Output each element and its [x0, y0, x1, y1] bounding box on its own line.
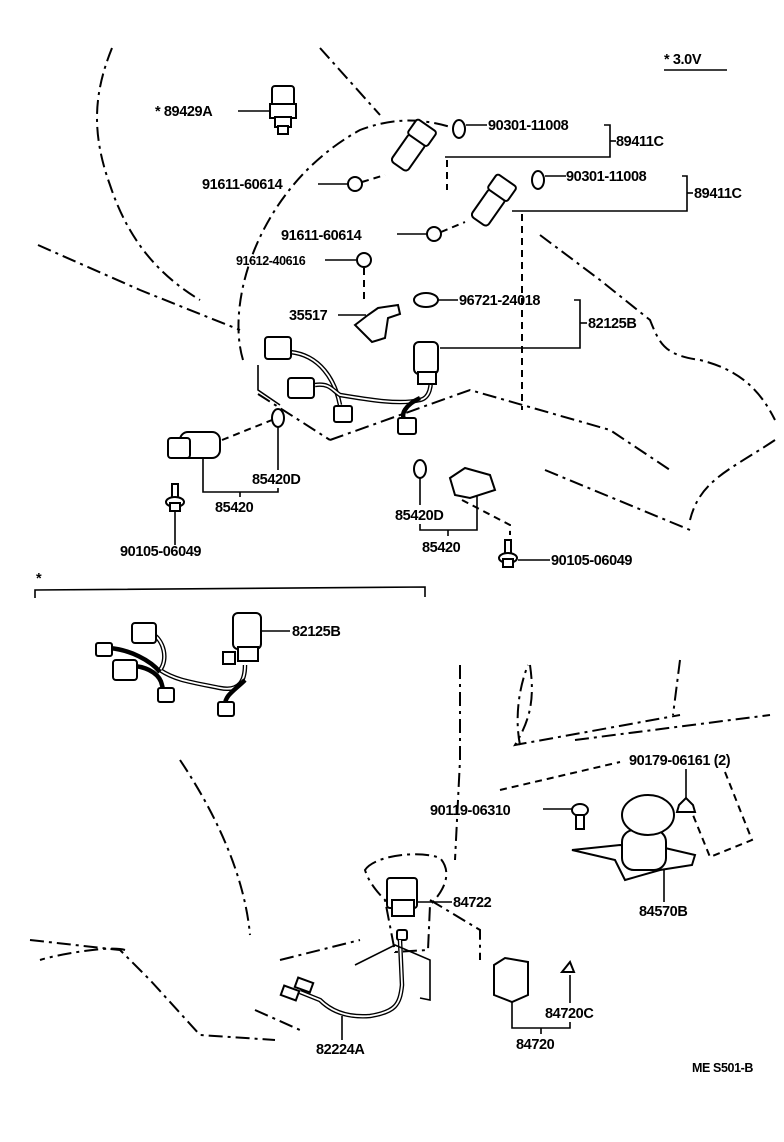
speed-sensor-89411C-2: [470, 173, 517, 227]
variant-note: * 3.0V: [664, 52, 702, 68]
label-90105-06049-1: 90105-06049: [120, 544, 201, 560]
label-35517: 35517: [289, 308, 328, 324]
label-85420-2: 85420: [422, 540, 461, 556]
label-90301-11008-2: 90301-11008: [566, 169, 647, 185]
bolt-91612: [356, 252, 372, 268]
label-91611-60614-2: 91611-60614: [281, 228, 362, 244]
guide-line: [221, 419, 273, 441]
bolt-90119: [571, 803, 589, 830]
guide-line: [499, 761, 621, 791]
section-bracket: [34, 586, 426, 598]
oring-90301-1: [452, 119, 466, 139]
bolt-90105-2: [498, 539, 518, 568]
label-90119-06310: 90119-06310: [430, 803, 511, 819]
relay-84720: [493, 956, 529, 1004]
label-84722: 84722: [453, 895, 492, 911]
nut-90179: [675, 796, 697, 813]
bracket-line: [440, 299, 581, 349]
seal-85420D-1: [271, 408, 285, 428]
label-82125B: 82125B: [588, 316, 636, 332]
label-82224A: 82224A: [316, 1042, 365, 1058]
wiring-harness-82125B-alt: [95, 612, 262, 717]
label-84720: 84720: [516, 1037, 555, 1053]
wiring-harness-82125B: [264, 336, 439, 435]
guide-line: [440, 221, 466, 233]
bracket-35517: [353, 303, 402, 344]
label-85420-1: 85420: [215, 500, 254, 516]
oring-96721: [413, 292, 439, 308]
label-89429A: * 89429A: [155, 104, 213, 120]
label-89411C-1: 89411C: [616, 134, 665, 150]
guide-line: [446, 160, 523, 410]
label-84720C: 84720C: [545, 1006, 594, 1022]
solenoid-85420-1: [167, 431, 221, 459]
speed-sensor-89411C-1: [390, 118, 437, 172]
label-90301-11008-1: 90301-11008: [488, 118, 569, 134]
guide-line: [361, 174, 386, 183]
label-90179-06161: 90179-06161 (2): [629, 753, 731, 769]
shift-knob-outline: [363, 853, 448, 954]
label-91611-60614-1: 91611-60614: [202, 177, 283, 193]
section-marker: *: [36, 571, 42, 587]
oring-90301-2: [531, 170, 545, 190]
bolt-91611-1: [347, 176, 363, 192]
label-96721-24018: 96721-24018: [459, 293, 540, 309]
guide-line: [461, 499, 511, 535]
seal-85420D-2: [413, 459, 427, 479]
sensor-89429A-part: [269, 85, 297, 135]
bolt-90105-1: [165, 483, 185, 512]
switch-84722: [386, 877, 418, 941]
bolt-91611-2: [426, 226, 442, 242]
label-85420D-2: 85420D: [395, 508, 443, 524]
label-85420D-1: 85420D: [252, 472, 300, 488]
guide-line: [257, 365, 281, 406]
solenoid-85420-2: [448, 466, 497, 500]
console-outline: [354, 944, 431, 1001]
label-91612-40616: 91612-40616: [236, 254, 306, 268]
label-82125B-alt: 82125B: [292, 624, 340, 640]
screw-84720C: [559, 960, 576, 973]
label-84570B: 84570B: [639, 904, 687, 920]
label-90105-06049-2: 90105-06049: [551, 553, 632, 569]
drawing-code: ME S501-B: [692, 1061, 753, 1075]
wire-82224A: [279, 939, 405, 1019]
label-89411C-2: 89411C: [694, 186, 743, 202]
background-outlines: [29, 47, 776, 1041]
guide-line: [692, 771, 754, 859]
switch-84570B: [571, 794, 697, 882]
